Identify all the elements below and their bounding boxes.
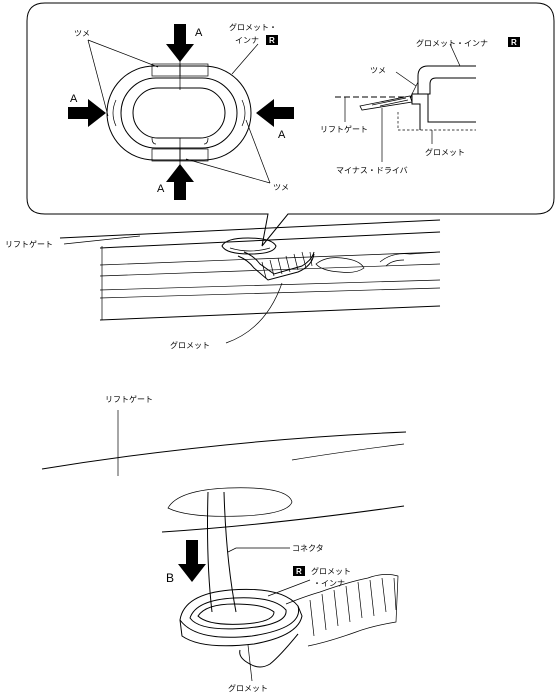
label-grommet-bottom: グロメット — [228, 683, 268, 693]
label-liftgate-detail: リフトゲート — [320, 124, 368, 134]
label-tsume-right: ツメ — [370, 66, 386, 75]
section-view — [335, 43, 476, 162]
badge-r-right: R — [508, 37, 520, 47]
arrow-b — [178, 540, 206, 582]
front-leaders — [87, 39, 271, 184]
label-grommet-inner-bottom-1: グロメット — [311, 566, 351, 576]
label-grommet-inner-top-1: グロメット・ — [229, 22, 277, 32]
direction-a-top: A — [195, 27, 203, 39]
svg-text:R: R — [296, 567, 302, 576]
label-minus-driver: マイナス・ドライバ — [336, 166, 408, 175]
label-connector: コネクタ — [292, 544, 324, 553]
bottom-grommet-assembly — [179, 491, 399, 668]
detail-box — [26, 2, 555, 247]
middle-liftgate-view — [59, 219, 441, 321]
svg-text:R: R — [511, 38, 517, 47]
arrow-a-top — [166, 24, 194, 62]
label-liftgate-middle: リフトゲート — [5, 239, 53, 249]
arrow-a-bottom — [166, 164, 194, 200]
label-grommet-middle: グロメット — [170, 340, 210, 350]
arrow-a-left — [68, 99, 106, 127]
leader-grommet-middle — [225, 282, 283, 344]
label-tsume-bottom: ツメ — [273, 183, 289, 192]
label-grommet-inner-bottom-2: ・インナ — [313, 579, 345, 588]
arrows-a — [68, 24, 294, 200]
bottom-liftgate-panel — [41, 431, 407, 533]
direction-a-bottom: A — [157, 183, 165, 195]
svg-text:R: R — [269, 36, 275, 45]
grommet-front-view — [106, 58, 252, 168]
label-tsume-left: ツメ — [74, 29, 90, 38]
leader-liftgate-middle — [63, 235, 141, 245]
arrow-a-right — [256, 99, 294, 127]
label-grommet-inner-right: グロメット・インナ — [416, 38, 488, 48]
label-grommet-detail: グロメット — [425, 147, 465, 157]
direction-a-right: A — [278, 129, 286, 141]
label-liftgate-bottom: リフトゲート — [105, 394, 153, 404]
leader-grommet-inner-bottom — [267, 579, 311, 597]
direction-b: B — [166, 571, 174, 585]
badge-r-bottom: R — [293, 566, 305, 576]
direction-a-left: A — [70, 93, 78, 105]
leader-grommet-bottom — [247, 644, 253, 682]
badge-r-top: R — [266, 35, 278, 45]
leader-connector — [227, 547, 290, 553]
label-grommet-inner-top-2: インナ — [235, 36, 259, 45]
